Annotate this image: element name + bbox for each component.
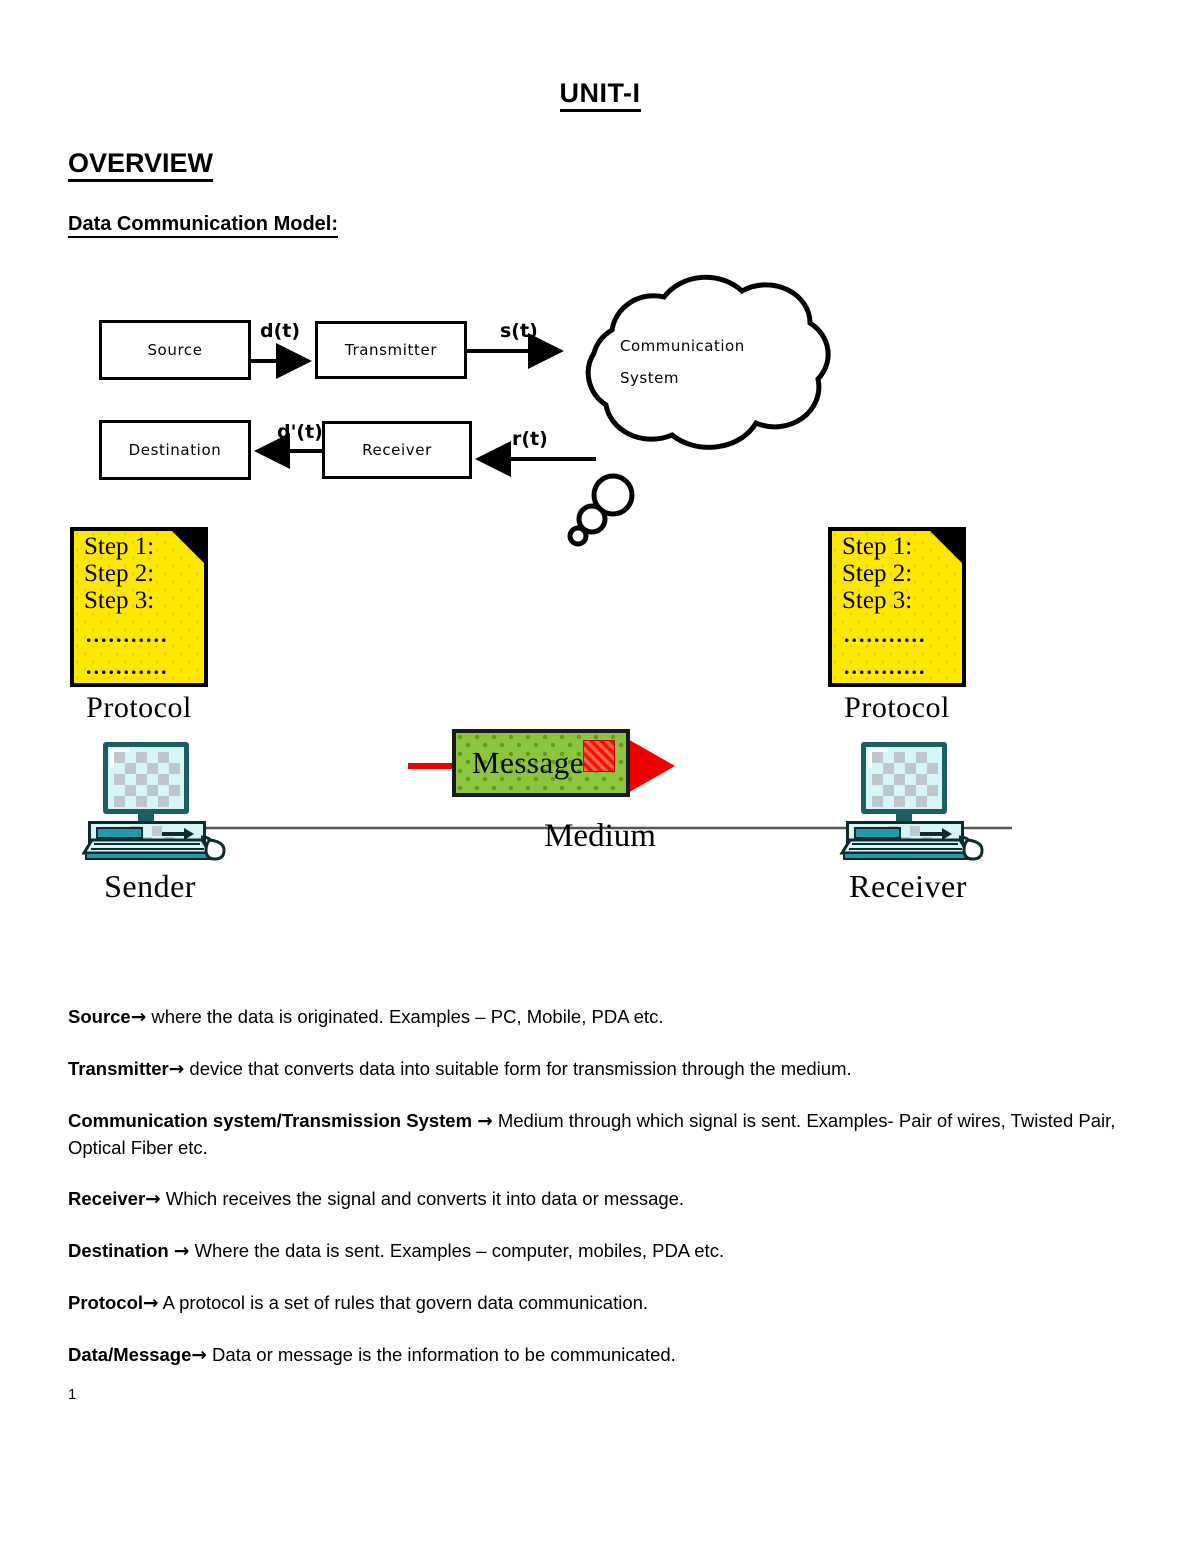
definition-term: Transmitter — [68, 1057, 169, 1079]
definition-source: Source→ where the data is originated. Ex… — [68, 1004, 1138, 1031]
protocol-note-card: Step 1: Step 2: Step 3: ........... ....… — [70, 527, 208, 687]
section-heading-text: OVERVIEW — [68, 148, 214, 182]
diagram-box-destination: Destination — [99, 420, 251, 480]
diagram-box-receiver: Receiver — [322, 421, 472, 479]
signal-label-rt: r(t) — [512, 428, 548, 450]
postage-stamp-icon — [583, 740, 615, 772]
protocol-steps: Step 1: Step 2: Step 3: — [74, 531, 204, 614]
receiver-caption: Receiver — [849, 868, 967, 904]
receiver-computer-group: Receiver — [828, 740, 988, 905]
protocol-dots-2: ........... — [844, 654, 927, 679]
page-title-text: UNIT-I — [559, 78, 641, 112]
diagram-box-receiver-label: Receiver — [362, 441, 432, 459]
subsection-heading-text: Data Communication Model: — [68, 213, 339, 238]
sender-caption: Sender — [104, 868, 196, 904]
diagram-box-source-label: Source — [147, 341, 203, 359]
protocol-caption-sender: Protocol — [86, 691, 192, 724]
protocol-step-2: Step 2: — [842, 560, 913, 587]
signal-label-st: s(t) — [500, 320, 538, 342]
definition-term: Data/Message — [68, 1343, 192, 1365]
definition-communication-system: Communication system/Transmission System… — [68, 1108, 1138, 1161]
definition-text: Where the data is sent. Examples – compu… — [189, 1239, 725, 1261]
protocol-dots-2: ........... — [86, 654, 169, 679]
definition-term: Receiver — [68, 1187, 146, 1209]
page-fold-icon — [929, 531, 962, 564]
diagram-box-source: Source — [99, 320, 251, 380]
signal-label-d-prime-t: d'(t) — [277, 421, 323, 443]
diagram-box-destination-label: Destination — [128, 441, 222, 459]
computer-icon — [839, 742, 984, 861]
definition-term: Destination — [68, 1239, 174, 1261]
cloud-shape — [567, 274, 831, 547]
definition-term: Protocol — [68, 1291, 144, 1313]
definition-receiver: Receiver→ Which receives the signal and … — [68, 1186, 1138, 1213]
definition-destination: Destination → Where the data is sent. Ex… — [68, 1238, 1138, 1265]
definition-text: device that converts data into suitable … — [184, 1057, 852, 1079]
definition-text: Data or message is the information to be… — [206, 1343, 676, 1365]
diagram-box-transmitter: Transmitter — [315, 321, 467, 379]
protocol-note-sender: Step 1: Step 2: Step 3: ........... ....… — [70, 527, 208, 725]
protocol-steps: Step 1: Step 2: Step 3: — [832, 531, 962, 614]
definition-text: Which receives the signal and converts i… — [160, 1187, 685, 1209]
protocol-step-3: Step 3: — [84, 587, 155, 614]
diagram-box-transmitter-label: Transmitter — [344, 341, 438, 359]
sender-computer-group: Sender — [70, 740, 230, 905]
definition-text: A protocol is a set of rules that govern… — [158, 1291, 649, 1313]
protocol-note-receiver: Step 1: Step 2: Step 3: ........... ....… — [828, 527, 966, 725]
definition-text: Medium through which signal is sent. Exa… — [68, 1109, 1116, 1158]
protocol-caption-receiver: Protocol — [844, 691, 950, 724]
definition-transmitter: Transmitter→ device that converts data i… — [68, 1056, 1138, 1083]
definition-term: Source — [68, 1005, 131, 1027]
protocol-dots-1: ........... — [844, 622, 927, 647]
definitions-list: Source→ where the data is originated. Ex… — [68, 985, 1138, 1394]
subsection-heading-data-communication-model: Data Communication Model: — [68, 213, 339, 238]
protocol-step-1: Step 1: — [842, 533, 913, 560]
arrow-icon: → — [143, 1292, 159, 1314]
protocol-dots-1: ........... — [86, 622, 169, 647]
medium-label: Medium — [544, 818, 656, 854]
signal-label-dt: d(t) — [260, 320, 301, 342]
definition-data-message: Data/Message→ Data or message is the inf… — [68, 1342, 1138, 1369]
definition-term: Communication system/Transmission System — [68, 1109, 478, 1131]
page-fold-icon — [171, 531, 204, 564]
page-number: 1 — [68, 1386, 77, 1403]
arrow-icon: → — [173, 1240, 190, 1262]
arrow-icon: → — [477, 1110, 493, 1132]
cloud-label-line2: System — [620, 369, 679, 387]
protocol-step-1: Step 1: — [84, 533, 155, 560]
arrow-icon: → — [145, 1188, 161, 1210]
message-label: Message — [472, 745, 584, 780]
cloud-label-line1: Communication — [620, 337, 745, 355]
definition-text: where the data is originated. Examples –… — [146, 1005, 664, 1027]
page-title: UNIT-I — [0, 78, 1200, 112]
arrow-icon: → — [191, 1344, 207, 1366]
cloud-label: Communication System — [620, 330, 820, 394]
definition-protocol: Protocol→ A protocol is a set of rules t… — [68, 1290, 1138, 1317]
protocol-step-3: Step 3: — [842, 587, 913, 614]
protocol-step-2: Step 2: — [84, 560, 155, 587]
arrow-icon: → — [168, 1058, 185, 1080]
section-heading-overview: OVERVIEW — [68, 148, 214, 182]
computer-icon — [81, 742, 226, 861]
arrow-icon: → — [130, 1006, 147, 1028]
message-envelope: Message — [452, 729, 630, 797]
protocol-note-card: Step 1: Step 2: Step 3: ........... ....… — [828, 527, 966, 687]
